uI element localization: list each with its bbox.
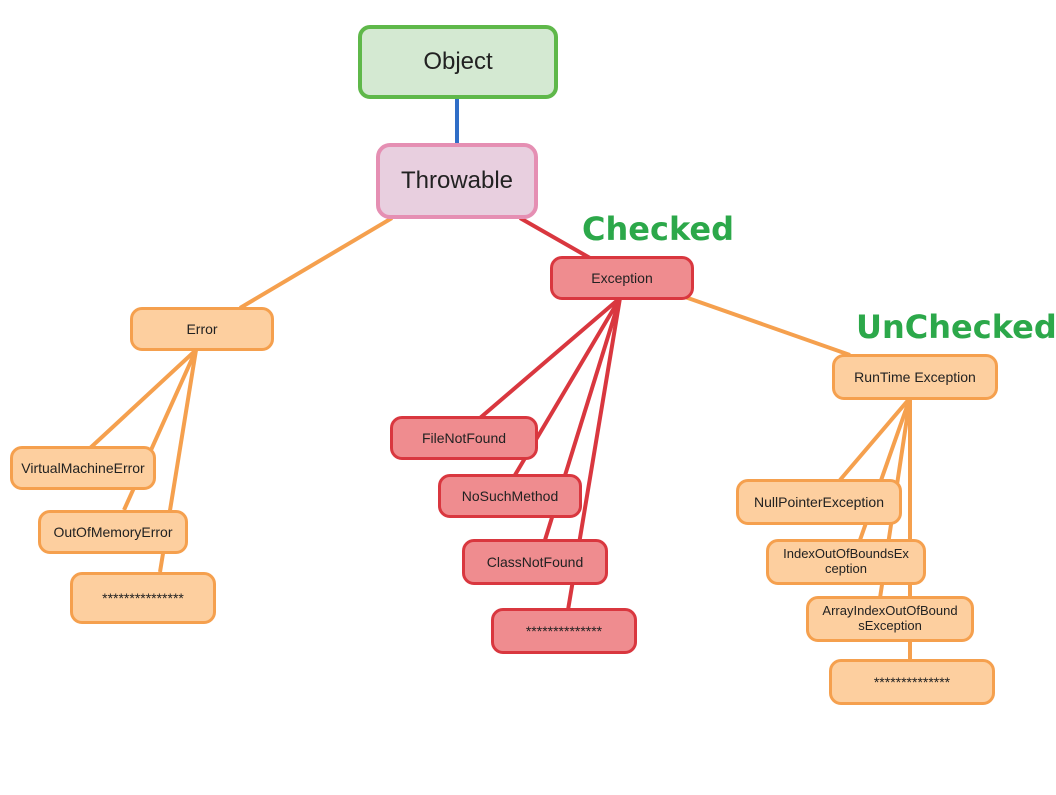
node-out-of-memory-error: OutOfMemoryError — [38, 510, 188, 554]
node-no-such-method: NoSuchMethod — [438, 474, 582, 518]
node-index-out-of-bounds-exception: IndexOutOfBoundsEx ception — [766, 539, 926, 585]
node-file-not-found: FileNotFound — [390, 416, 538, 460]
node-runtime-exception: RunTime Exception — [832, 354, 998, 400]
edge-exception-runtime — [684, 295, 851, 357]
edge-runtime-npe — [838, 396, 912, 482]
checked-label: Checked — [582, 210, 734, 248]
node-virtual-machine-error: VirtualMachineError — [10, 446, 156, 490]
node-exception-more: ************** — [491, 608, 637, 654]
node-null-pointer-exception: NullPointerException — [736, 479, 902, 525]
node-array-index-out-of-bounds-exception: ArrayIndexOutOfBound sException — [806, 596, 974, 642]
edge-error-vme — [86, 348, 198, 452]
node-class-not-found: ClassNotFound — [462, 539, 608, 585]
unchecked-label: UnChecked — [856, 308, 1056, 346]
node-object: Object — [358, 25, 558, 99]
node-exception: Exception — [550, 256, 694, 300]
node-error-more: *************** — [70, 572, 216, 624]
edge-throwable-error — [238, 216, 394, 310]
edge-exception-fnf — [478, 296, 622, 420]
edge-throwable-exception — [519, 216, 591, 260]
node-throwable: Throwable — [376, 143, 538, 219]
node-error: Error — [130, 307, 274, 351]
node-runtime-more: ************** — [829, 659, 995, 705]
